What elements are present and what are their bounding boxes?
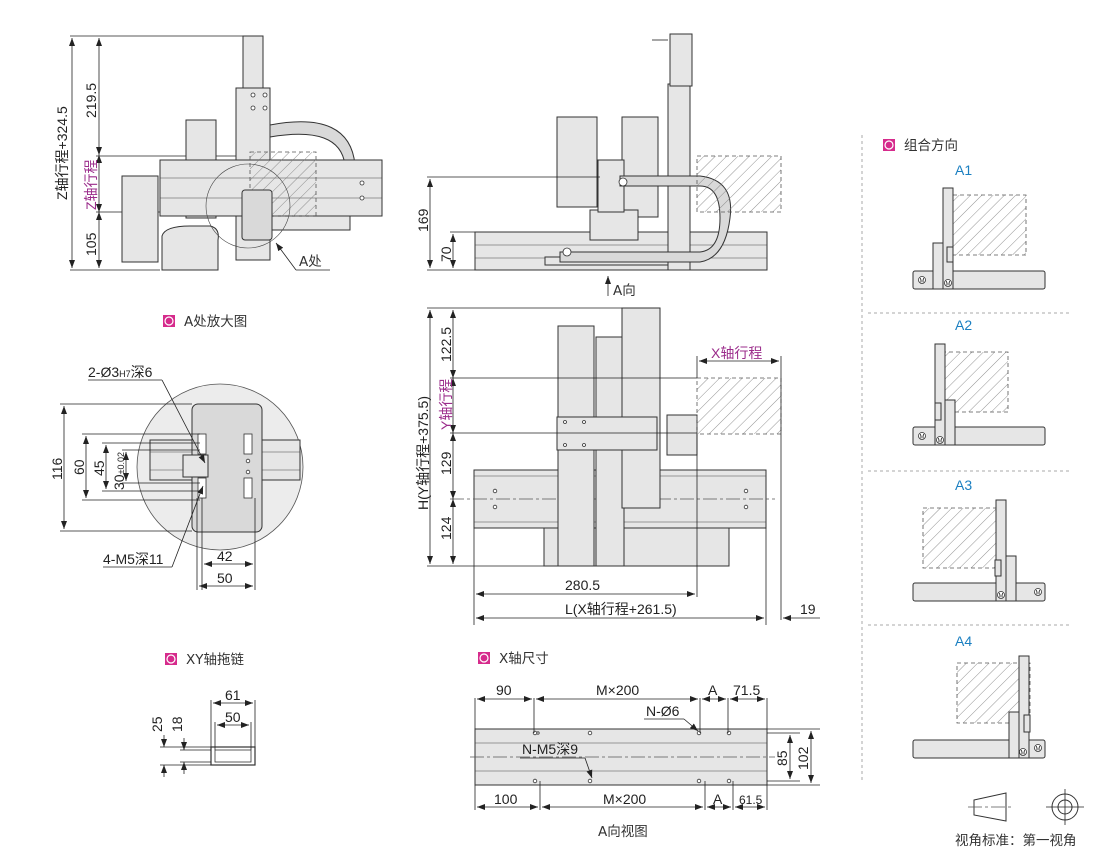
motor-icon: M [920, 279, 925, 285]
dim-45: 45 [91, 460, 107, 476]
motor-icon: M [999, 594, 1004, 600]
dim-z-stroke: Z轴行程 [83, 159, 99, 210]
top-view: H(Y轴行程+375.5) 122.5 Y轴行程 129 124 X轴行程 28… [415, 307, 820, 625]
dim-280-5: 280.5 [565, 577, 600, 593]
dim-h-total: H(Y轴行程+375.5) [415, 396, 431, 510]
dim-122-5: 122.5 [438, 327, 454, 362]
variant-a3: A3 M M [912, 477, 1046, 602]
dim-124: 124 [438, 516, 454, 540]
callout-n-m5: N-M5深9 [522, 741, 578, 757]
x-axis-section: X轴尺寸 90 M×200 A 71.5 N-Ø6 N-M [470, 651, 820, 840]
combination-title: 组合方向 [904, 138, 958, 154]
dim-30: 30±0.02 [111, 452, 127, 490]
motor-icon: M [1036, 747, 1041, 753]
cable-chain-title: XY轴拖链 [186, 652, 244, 668]
dim-61: 61 [225, 687, 241, 703]
callout-n-d6: N-Ø6 [646, 703, 680, 719]
motor-icon: M [1021, 751, 1026, 757]
dim-x-stroke: X轴行程 [711, 345, 762, 361]
dim-l-total: L(X轴行程+261.5) [565, 601, 677, 617]
variant-a2: A2 M M [912, 317, 1046, 446]
motor-icon: M [938, 439, 943, 445]
dim-105: 105 [83, 232, 99, 256]
dim-m200-bottom: M×200 [603, 791, 646, 807]
dim-102: 102 [795, 746, 811, 770]
dim-50: 50 [217, 570, 233, 586]
dim-60: 60 [71, 459, 87, 475]
mounting-holes [532, 730, 732, 784]
side-view: Z轴行程+324.5 219.5 Z轴行程 105 A处 [54, 35, 383, 271]
detail-a-circle [205, 163, 291, 249]
detail-a-title: A处放大图 [184, 314, 247, 330]
dim-y-stroke: Y轴行程 [438, 379, 454, 430]
front-view: 169 70 A向 [415, 33, 782, 299]
dim-90: 90 [496, 682, 512, 698]
dim-a-top: A [708, 682, 718, 698]
dim-71-5: 71.5 [733, 682, 760, 698]
concentric-circles-icon [1046, 789, 1084, 825]
dim-50-chain: 50 [225, 709, 241, 725]
motor-icon: M [1036, 591, 1041, 597]
projection-symbol: 视角标准：第一视角 [955, 789, 1084, 849]
detail-a-section: A处放大图 2-Ø3H7深6 116 60 45 30±0.02 4- [49, 314, 304, 590]
dim-m200-top: M×200 [596, 682, 639, 698]
variant-a4-label: A4 [955, 633, 972, 649]
dim-129: 129 [438, 451, 454, 475]
variant-a4: A4 M M [912, 633, 1046, 759]
motor-icon: M [920, 435, 925, 441]
dim-70: 70 [438, 246, 454, 262]
callout-hole-pins: 2-Ø3H7深6 [88, 364, 153, 380]
combination-section: 组合方向 A1 M M A2 M M A3 [861, 135, 1070, 780]
dim-z-total: Z轴行程+324.5 [54, 106, 70, 200]
variant-a3-label: A3 [955, 477, 972, 493]
variant-a1: A1 M M [912, 162, 1046, 290]
x-axis-title: X轴尺寸 [499, 651, 549, 667]
motor-icon: M [946, 282, 951, 288]
direction-a-label: A向 [613, 283, 636, 299]
variant-a2-label: A2 [955, 317, 972, 333]
dim-a-bottom: A [713, 791, 723, 807]
dim-219-5: 219.5 [83, 83, 99, 118]
projection-label: 视角标准：第一视角 [955, 832, 1077, 849]
truncated-cone-icon [973, 792, 1007, 822]
dim-18: 18 [169, 716, 185, 732]
dim-100: 100 [494, 791, 518, 807]
dim-19: 19 [800, 601, 816, 617]
dim-116: 116 [49, 457, 65, 480]
dim-169: 169 [415, 208, 431, 232]
callout-thread-holes: 4-M5深11 [103, 551, 164, 567]
variant-a1-label: A1 [955, 162, 972, 178]
x-axis-caption: A向视图 [598, 824, 648, 840]
dim-25: 25 [149, 716, 165, 732]
dim-42: 42 [217, 548, 233, 564]
dim-61-5: 61.5 [739, 793, 763, 807]
dim-85: 85 [774, 750, 790, 766]
cable-chain-section: XY轴拖链 61 50 25 18 [149, 652, 256, 777]
callout-a: A处 [299, 254, 322, 270]
